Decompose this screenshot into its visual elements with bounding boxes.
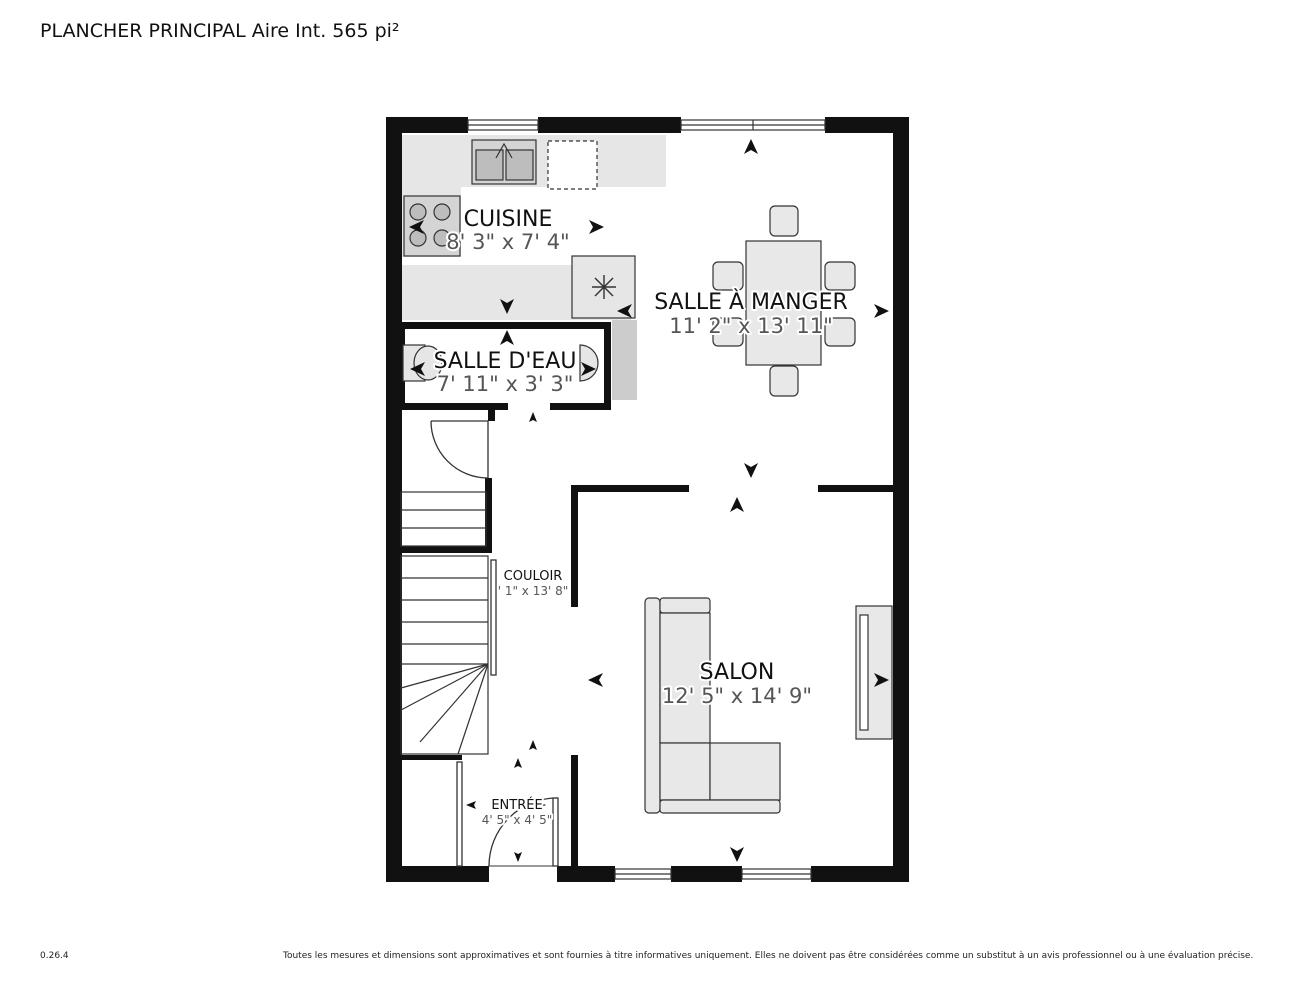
walls [386, 117, 909, 882]
room-dimensions: 12' 5" x 14' 9" [662, 684, 812, 708]
room-label-entree: ENTRÉE 4' 5" x 4' 5" [480, 795, 555, 829]
room-dimensions: 11' 2" x 13' 11" [669, 314, 833, 338]
doors [430, 420, 559, 867]
plan-title: PLANCHER PRINCIPAL Aire Int. 565 pi² [40, 20, 400, 42]
room-dimensions: 7' 11" x 3' 3" [437, 372, 574, 396]
room-name: SALLE À MANGER [654, 289, 848, 315]
windows [467, 119, 826, 880]
sofa [644, 597, 781, 814]
room-name: CUISINE [464, 207, 553, 232]
room-name: ENTRÉE [491, 797, 542, 813]
room-name: COULOIR [504, 569, 563, 584]
room-label-salle-a-manger: SALLE À MANGER 11' 2" x 13' 11" [652, 287, 850, 340]
version-label: 0.26.4 [40, 951, 69, 961]
room-label-salon: SALON 12' 5" x 14' 9" [660, 658, 814, 710]
room-label-cuisine: CUISINE 8' 3" x 7' 4" [444, 205, 571, 256]
stairs [400, 491, 489, 755]
room-dimensions: 4' 5" x 4' 5" [482, 813, 553, 827]
kitchen-sink [471, 139, 537, 185]
dishwasher [547, 140, 598, 190]
dining-set [712, 205, 856, 397]
room-label-salle-d-eau: SALLE D'EAU 7' 11" x 3' 3" [432, 347, 579, 398]
room-dimensions: 8' 3" x 7' 4" [446, 230, 569, 254]
room-label-couloir: COULOIR ' 1" x 13' 8" [496, 567, 571, 600]
room-dimensions: ' 1" x 13' 8" [498, 584, 569, 598]
room-name: SALON [700, 660, 775, 685]
view-markers [409, 139, 889, 862]
tv-console [855, 605, 893, 740]
refrigerator [571, 255, 636, 319]
room-name: SALLE D'EAU [434, 349, 577, 374]
disclaimer-text: Toutes les mesures et dimensions sont ap… [283, 951, 1254, 961]
